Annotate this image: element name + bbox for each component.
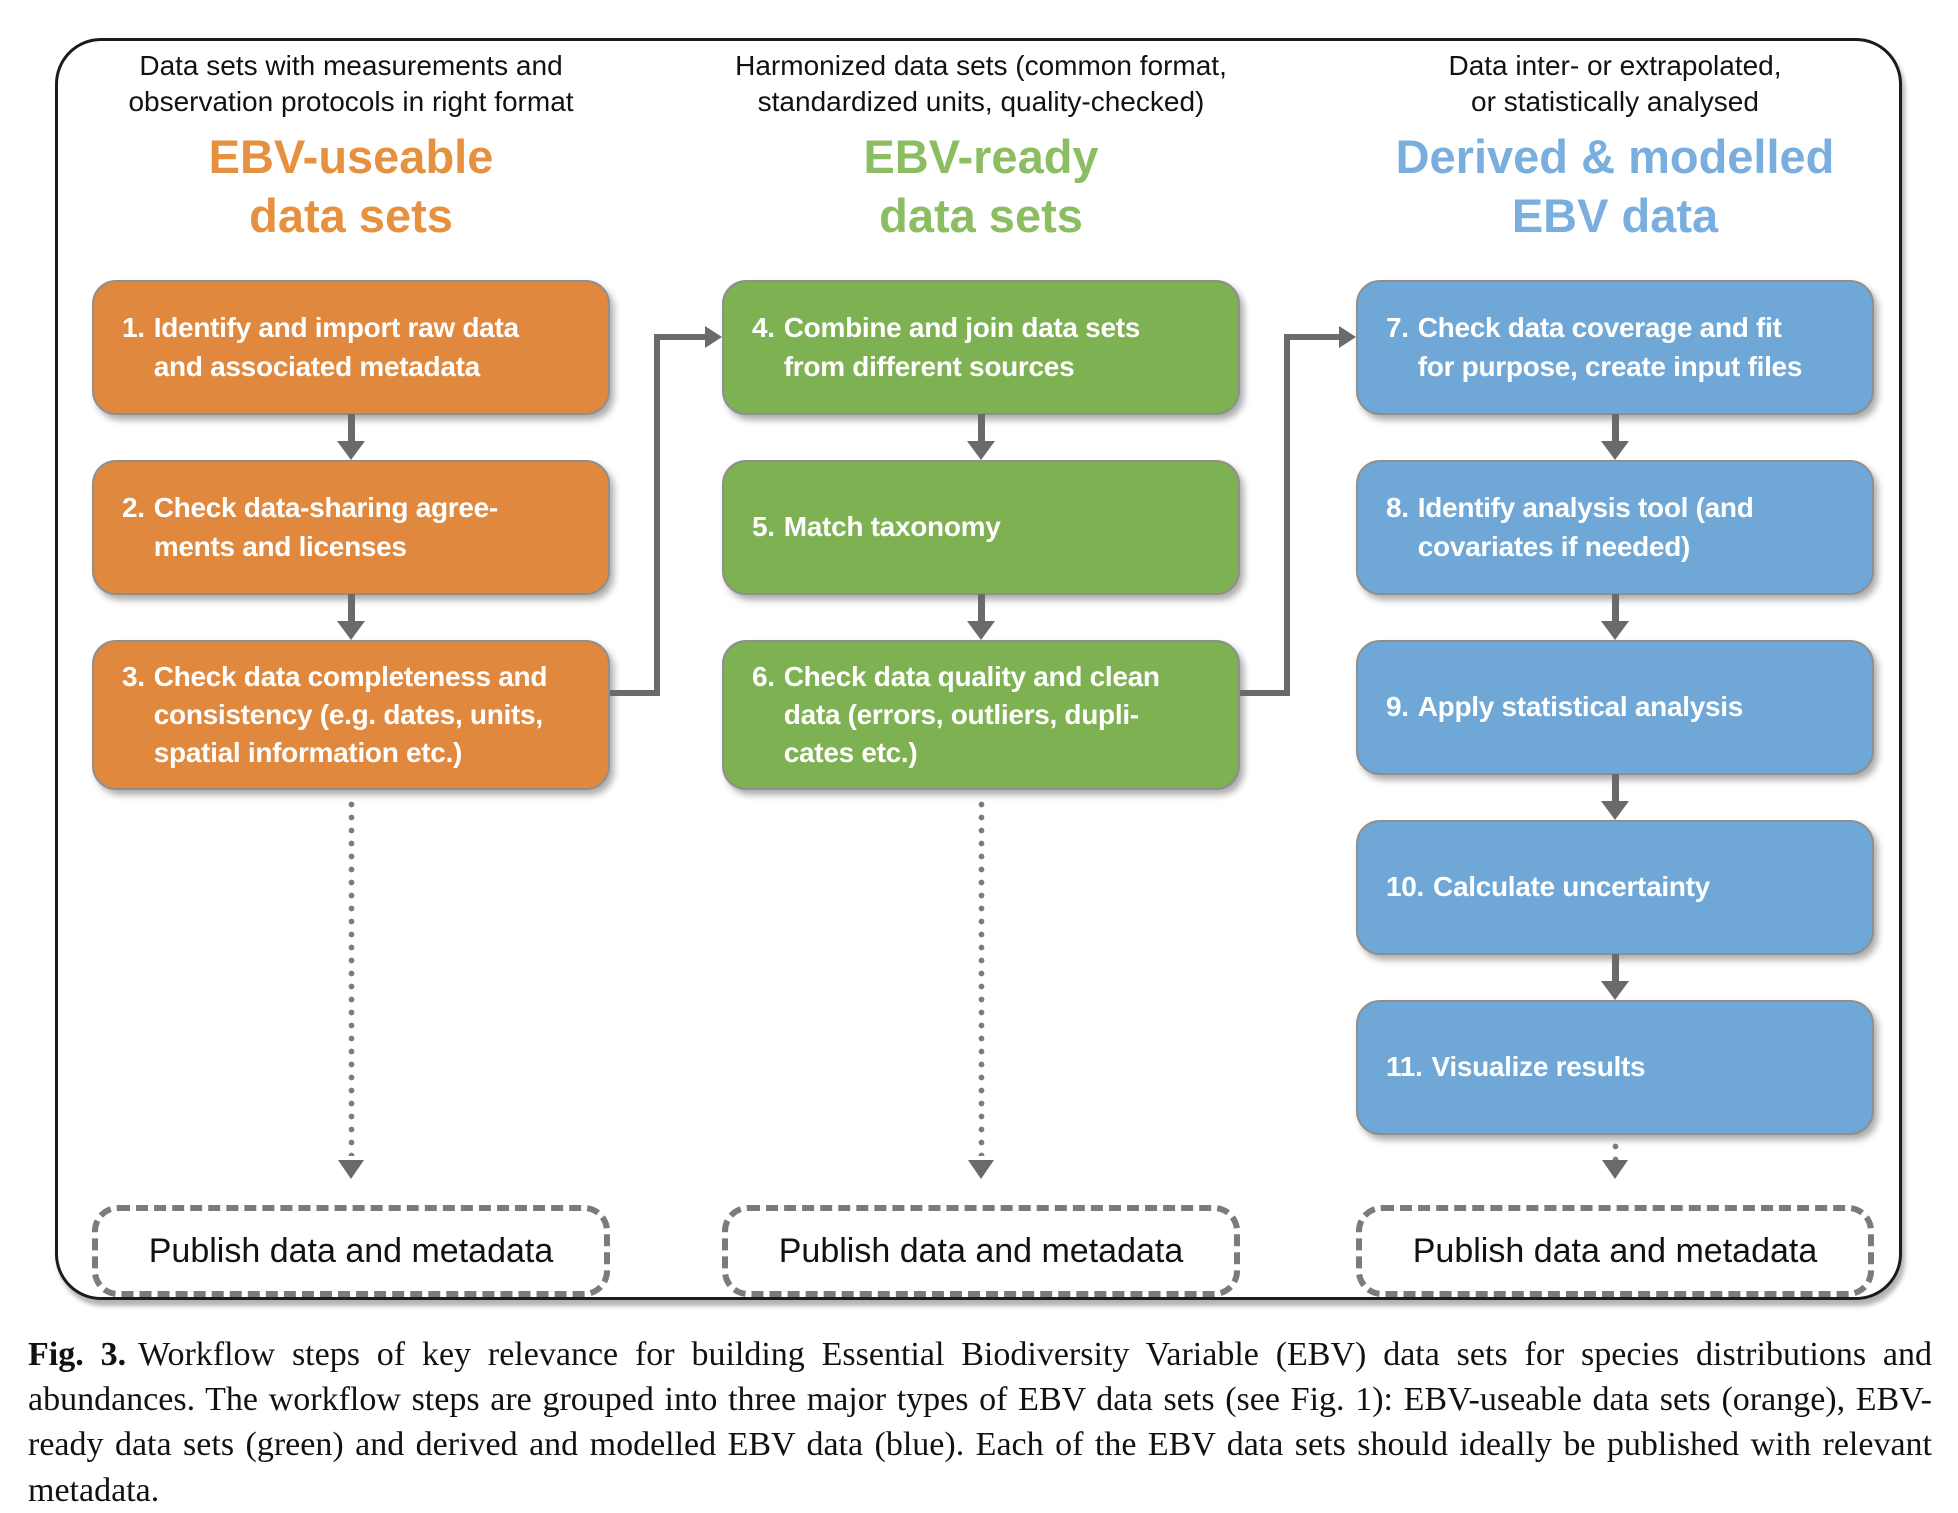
step-4-box: 4. Combine and join data sets from diffe… (722, 280, 1240, 415)
step-number: 6. (752, 660, 775, 692)
down-arrow-icon (337, 414, 365, 460)
down-arrow-icon (337, 594, 365, 640)
right-arrow-icon (1339, 326, 1356, 348)
step-label: Check data-sharing agree- ments and lice… (153, 492, 498, 562)
step-label: Check data completeness and consistency … (153, 660, 548, 769)
step-5-box: 5. Match taxonomy (722, 460, 1240, 595)
elbow-connector-3-4 (654, 334, 705, 340)
down-arrow-icon (1601, 414, 1629, 460)
step-number: 8. (1386, 492, 1409, 524)
step-label: Calculate uncertainty (1433, 871, 1710, 903)
elbow-connector-6-7 (1240, 690, 1290, 696)
elbow-connector-3-4 (654, 334, 660, 696)
column-ready-title: EBV-ready data sets (863, 130, 1099, 242)
step-1-text: 1. Identify and import raw data and asso… (122, 309, 519, 385)
column-ready-header: Harmonized data sets (common format, sta… (735, 50, 1227, 118)
figure-caption: Fig. 3.Workflow steps of key relevance f… (28, 1332, 1932, 1513)
step-1-box: 1. Identify and import raw data and asso… (92, 280, 610, 415)
publish-box-ready: Publish data and metadata (722, 1205, 1240, 1297)
step-number: 9. (1386, 691, 1409, 723)
dotted-connector (348, 798, 355, 1156)
column-derived-header: Data inter- or extrapolated, or statisti… (1448, 50, 1782, 118)
down-arrow-icon (1601, 954, 1629, 1000)
step-number: 2. (122, 492, 145, 524)
step-number: 10. (1386, 871, 1425, 903)
right-arrow-icon (705, 326, 722, 348)
step-label: Check data coverage and fit for purpose,… (1417, 312, 1803, 382)
down-arrow-icon (1602, 1160, 1628, 1179)
down-arrow-icon (968, 1160, 994, 1179)
figure-caption-text: Workflow steps of key relevance for buil… (28, 1336, 1933, 1509)
step-7-text: 7. Check data coverage and fit for purpo… (1386, 309, 1802, 385)
down-arrow-icon (967, 414, 995, 460)
column-useable-title: EBV-useable data sets (208, 130, 494, 242)
step-6-text: 6. Check data quality and clean data (er… (752, 658, 1160, 772)
step-9-box: 9. Apply statistical analysis (1356, 640, 1874, 775)
elbow-connector-3-4 (610, 690, 660, 696)
publish-box-useable: Publish data and metadata (92, 1205, 610, 1297)
step-2-box: 2. Check data-sharing agree- ments and l… (92, 460, 610, 595)
dotted-connector (1612, 1140, 1619, 1162)
step-number: 5. (752, 511, 775, 543)
down-arrow-icon (1601, 594, 1629, 640)
step-10-text: 10. Calculate uncertainty (1386, 868, 1710, 906)
step-11-text: 11. Visualize results (1386, 1048, 1646, 1086)
down-arrow-icon (967, 594, 995, 640)
step-8-text: 8. Identify analysis tool (and covariate… (1386, 489, 1754, 565)
step-label: Identify and import raw data and associa… (153, 312, 519, 382)
column-derived-title: Derived & modelled EBV data (1395, 130, 1835, 242)
step-3-text: 3. Check data completeness and consisten… (122, 658, 547, 772)
step-7-box: 7. Check data coverage and fit for purpo… (1356, 280, 1874, 415)
step-number: 3. (122, 660, 145, 692)
publish-box-derived: Publish data and metadata (1356, 1205, 1874, 1297)
step-10-box: 10. Calculate uncertainty (1356, 820, 1874, 955)
step-label: Check data quality and clean data (error… (783, 660, 1160, 769)
step-3-box: 3. Check data completeness and consisten… (92, 640, 610, 790)
down-arrow-icon (1601, 774, 1629, 820)
step-8-box: 8. Identify analysis tool (and covariate… (1356, 460, 1874, 595)
step-5-text: 5. Match taxonomy (752, 508, 1001, 546)
column-useable-header: Data sets with measurements and observat… (128, 50, 574, 118)
step-11-box: 11. Visualize results (1356, 1000, 1874, 1135)
step-9-text: 9. Apply statistical analysis (1386, 688, 1743, 726)
elbow-connector-6-7 (1284, 334, 1339, 340)
step-number: 1. (122, 312, 145, 344)
elbow-connector-6-7 (1284, 334, 1290, 696)
step-label: Match taxonomy (783, 511, 1001, 543)
step-label: Visualize results (1431, 1051, 1646, 1083)
step-6-box: 6. Check data quality and clean data (er… (722, 640, 1240, 790)
dotted-connector (978, 798, 985, 1156)
step-number: 11. (1386, 1051, 1423, 1083)
step-label: Combine and join data sets from differen… (783, 312, 1141, 382)
figure-caption-label: Fig. 3. (28, 1336, 127, 1373)
step-label: Identify analysis tool (and covariates i… (1417, 492, 1754, 562)
step-number: 4. (752, 312, 775, 344)
down-arrow-icon (338, 1160, 364, 1179)
step-4-text: 4. Combine and join data sets from diffe… (752, 309, 1140, 385)
step-label: Apply statistical analysis (1417, 691, 1744, 723)
step-2-text: 2. Check data-sharing agree- ments and l… (122, 489, 498, 565)
step-number: 7. (1386, 312, 1409, 344)
